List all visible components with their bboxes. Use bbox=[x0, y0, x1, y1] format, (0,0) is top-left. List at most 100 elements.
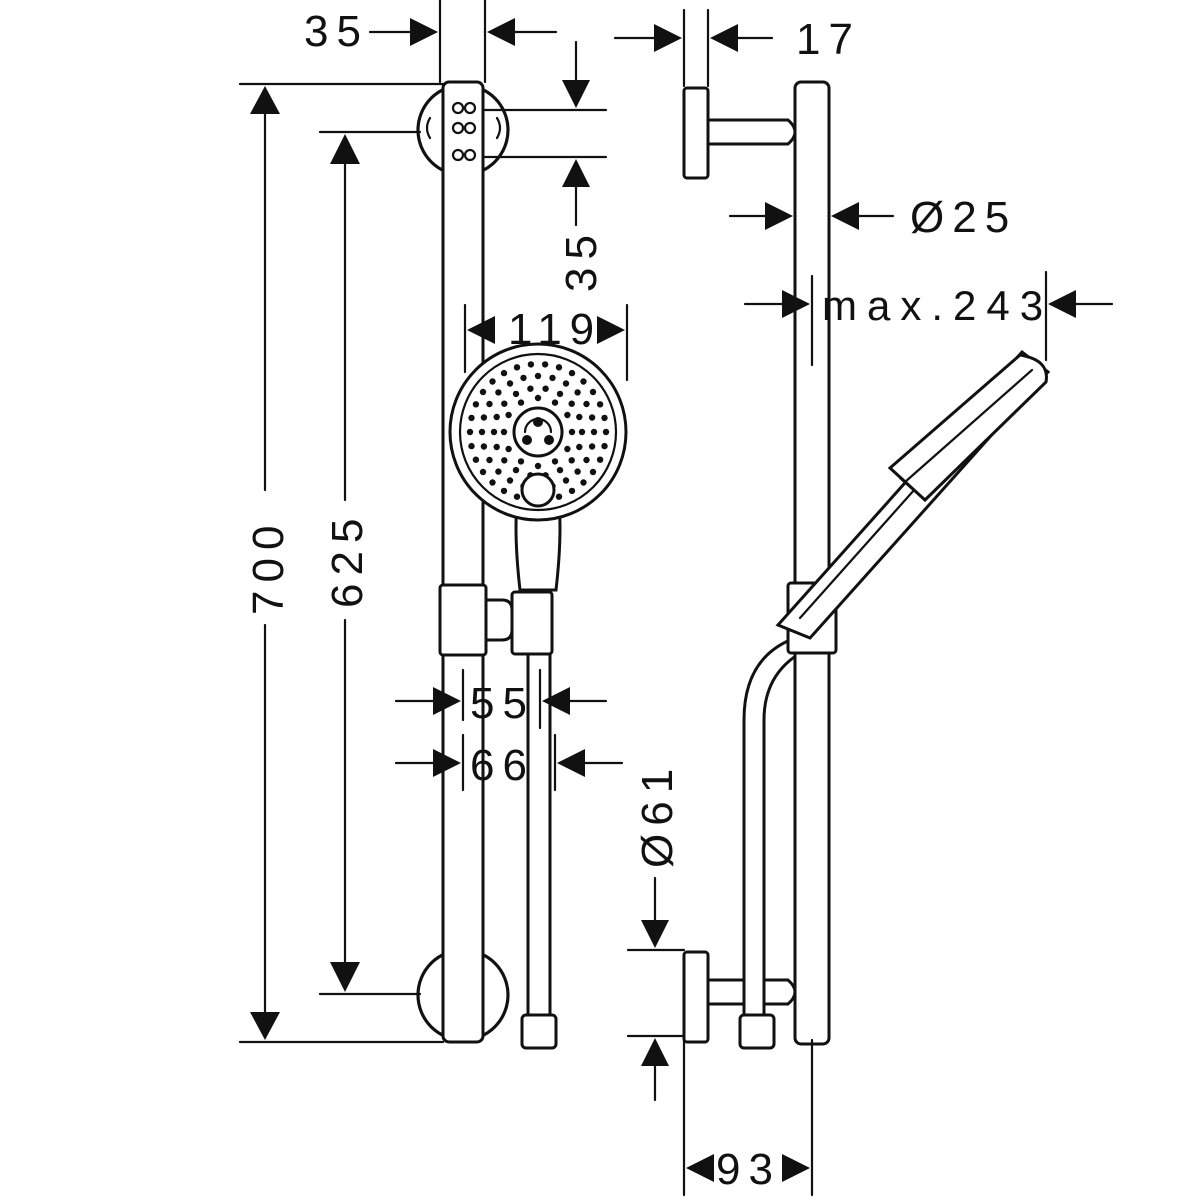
spray-nozzle bbox=[574, 389, 581, 396]
spray-nozzle bbox=[490, 428, 498, 436]
spray-nozzle bbox=[588, 414, 596, 421]
spray-nozzle bbox=[576, 443, 583, 451]
spray-nozzle bbox=[480, 414, 488, 421]
spray-nozzle bbox=[472, 456, 480, 463]
dimension-labels: 35 17 35 119 Ø25 max.243 700 625 55 66 Ø… bbox=[244, 7, 1053, 1194]
spray-nozzle bbox=[601, 442, 608, 450]
spray-nozzle bbox=[500, 428, 508, 436]
dim-top-left-35: 35 bbox=[304, 7, 369, 56]
spray-nozzle bbox=[574, 468, 581, 475]
spray-nozzle bbox=[556, 390, 564, 398]
spray-nozzle bbox=[489, 378, 496, 385]
spray-nozzle bbox=[562, 477, 570, 484]
spray-nozzle bbox=[468, 442, 475, 450]
dim-height-625: 625 bbox=[323, 511, 372, 608]
dim-bracket-35: 35 bbox=[557, 227, 606, 292]
spray-nozzle bbox=[596, 401, 604, 408]
side-rail bbox=[793, 80, 831, 1046]
spray-nozzle bbox=[500, 369, 508, 377]
spray-nozzle bbox=[513, 364, 521, 371]
spray-nozzle bbox=[549, 374, 556, 382]
dim-max-reach: max.243 bbox=[822, 282, 1053, 329]
spray-nozzle bbox=[512, 466, 520, 474]
spray-nozzle bbox=[534, 462, 542, 470]
side-bottom-wall-plate bbox=[682, 950, 710, 1044]
spray-nozzle bbox=[479, 388, 487, 396]
spray-nozzle bbox=[527, 361, 535, 368]
dim-height-700: 700 bbox=[244, 518, 293, 615]
front-rail bbox=[441, 80, 485, 1044]
spray-nozzle bbox=[493, 443, 500, 451]
bracket-screws bbox=[425, 101, 502, 162]
dim-head-width-119: 119 bbox=[508, 305, 602, 354]
spray-nozzle bbox=[493, 413, 500, 421]
spray-nozzle bbox=[551, 399, 559, 406]
spray-nozzle bbox=[505, 445, 512, 453]
front-hose bbox=[520, 618, 558, 1050]
side-hose bbox=[742, 638, 805, 1022]
spray-nozzle bbox=[486, 456, 493, 464]
side-view bbox=[682, 80, 1051, 1050]
spray-nozzle bbox=[513, 493, 521, 500]
spray-nozzle bbox=[583, 400, 590, 408]
spray-nozzle bbox=[562, 380, 570, 387]
spray-nozzle bbox=[534, 394, 542, 402]
spray-nozzle bbox=[589, 388, 597, 396]
spray-nozzle bbox=[472, 401, 480, 408]
spray-nozzle bbox=[501, 400, 508, 407]
spray-nozzle bbox=[588, 443, 596, 450]
spray-nozzle bbox=[495, 389, 502, 396]
spray-nozzle bbox=[506, 380, 514, 387]
dim-wall-diameter: Ø61 bbox=[633, 761, 682, 868]
spray-nozzle bbox=[517, 458, 525, 465]
spray-nozzle bbox=[596, 456, 604, 463]
spray-nozzle bbox=[534, 372, 542, 380]
spray-nozzle bbox=[556, 466, 564, 474]
spray-nozzle bbox=[583, 456, 590, 464]
spray-nozzle bbox=[580, 479, 587, 486]
spray-nozzle bbox=[466, 428, 474, 436]
spray-nozzle bbox=[551, 458, 559, 465]
dim-top-17: 17 bbox=[796, 15, 861, 64]
spray-nozzle bbox=[590, 428, 598, 436]
spray-nozzle bbox=[568, 457, 575, 464]
dimension-lines bbox=[238, 0, 1114, 1197]
spray-nozzle bbox=[486, 400, 493, 408]
spray-nozzle bbox=[578, 428, 586, 436]
spray-nozzle bbox=[495, 468, 502, 475]
spray-nozzle bbox=[564, 445, 571, 453]
dim-slider-55: 55 bbox=[470, 679, 535, 728]
spray-nozzle bbox=[512, 390, 520, 398]
spray-nozzle bbox=[506, 477, 514, 484]
spray-nozzle bbox=[489, 479, 496, 486]
spray-nozzle bbox=[517, 399, 525, 406]
dim-slider-66: 66 bbox=[470, 741, 535, 790]
spray-nozzle bbox=[542, 385, 549, 392]
spray-nozzle bbox=[568, 369, 576, 377]
dim-bottom-93: 93 bbox=[716, 1145, 781, 1194]
spray-nozzle bbox=[478, 428, 486, 436]
spray-nozzle bbox=[589, 468, 597, 476]
front-slider bbox=[438, 583, 554, 657]
spray-nozzle bbox=[602, 428, 610, 436]
spray-nozzle bbox=[580, 378, 587, 385]
spray-nozzle bbox=[576, 413, 583, 421]
front-view bbox=[416, 80, 628, 1050]
spray-nozzle bbox=[555, 493, 563, 500]
spray-nozzle bbox=[541, 361, 549, 368]
spray-nozzle bbox=[505, 411, 512, 419]
spray-nozzle bbox=[568, 400, 575, 407]
spray-nozzle bbox=[601, 414, 608, 422]
dim-bar-diameter: Ø25 bbox=[910, 193, 1017, 242]
side-hand-shower bbox=[775, 349, 1051, 640]
spray-nozzle bbox=[568, 487, 576, 495]
spray-nozzle bbox=[568, 428, 576, 436]
spray-nozzle bbox=[555, 364, 563, 371]
front-shower-head bbox=[448, 342, 628, 522]
spray-nozzle bbox=[468, 414, 475, 422]
spray-nozzle bbox=[520, 374, 527, 382]
side-top-arm bbox=[706, 118, 797, 146]
side-top-wall-plate bbox=[682, 86, 710, 180]
spray-nozzle bbox=[564, 411, 571, 419]
